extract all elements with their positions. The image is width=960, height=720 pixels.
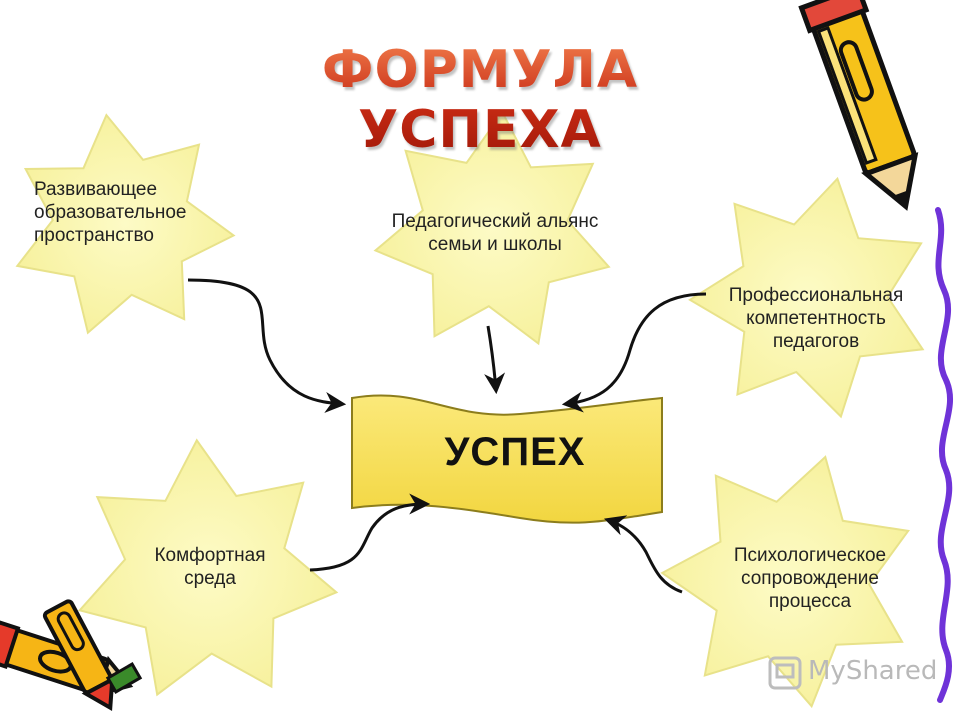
label-psychology: Психологическое сопровождение процесса (700, 544, 920, 613)
label-line: компетентность (746, 308, 886, 329)
success-banner (351, 394, 663, 524)
label-line: Психологическое (733, 545, 887, 566)
label-comfort: Комфортная среда (130, 544, 290, 590)
star-competence (688, 176, 925, 419)
label-line: образовательное (34, 202, 187, 223)
pencil-icon (798, 0, 919, 211)
arrow-environment (187, 278, 347, 413)
label-line: Развивающее (34, 179, 158, 200)
label-line: сопровождение (741, 568, 879, 589)
arrow-competence (561, 292, 707, 413)
label-line: семьи и школы (428, 234, 562, 255)
watermark-logo-icon (768, 656, 802, 690)
label-line: пространство (34, 225, 154, 246)
arrow-psychology (604, 515, 683, 594)
arrow-comfort (309, 493, 431, 572)
star-comfort (77, 438, 339, 697)
center-label: УСПЕХ (444, 430, 586, 474)
star-alliance (373, 110, 611, 346)
star-environment (15, 113, 236, 335)
label-alliance: Педагогический альянс семьи и школы (370, 210, 620, 256)
label-line: педагогов (772, 331, 860, 352)
slide-title: ФОРМУЛА УСПЕХА (200, 40, 760, 160)
star-psychology (660, 455, 910, 709)
label-line: среда (184, 568, 236, 589)
watermark-text: MyShared (808, 656, 938, 686)
arrow-alliance (484, 325, 506, 395)
label-environment: Развивающее образовательное пространство (34, 178, 234, 247)
label-line: Комфортная (154, 545, 266, 566)
label-line: процесса (768, 591, 852, 612)
label-line: Педагогический альянс (391, 211, 599, 232)
label-line: Профессиональная (728, 285, 904, 306)
label-competence: Профессиональная компетентность педагого… (700, 284, 932, 353)
squiggle-decoration (935, 207, 953, 703)
crayons-icon (0, 599, 143, 712)
